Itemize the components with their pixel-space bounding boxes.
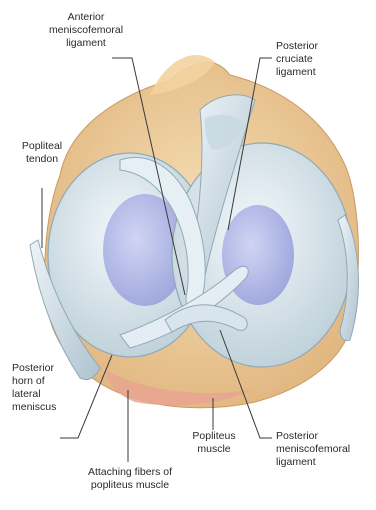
label-posterior-horn-of-lateral-meniscus: Posterior horn of lateral meniscus xyxy=(12,362,84,414)
label-attaching-fibers-of-popliteus-muscle: Attaching fibers of popliteus muscle xyxy=(70,466,190,492)
label-posterior-cruciate-ligament: Posterior cruciate ligament xyxy=(276,40,366,79)
label-popliteal-tendon: Popliteal tendon xyxy=(6,140,78,166)
label-anterior-meniscofemoral-ligament: Anterior meniscofemoral ligament xyxy=(26,11,146,50)
label-posterior-meniscofemoral-ligament: Posterior meniscofemoral ligament xyxy=(276,430,372,469)
label-popliteus-muscle: Popliteus muscle xyxy=(176,430,252,456)
